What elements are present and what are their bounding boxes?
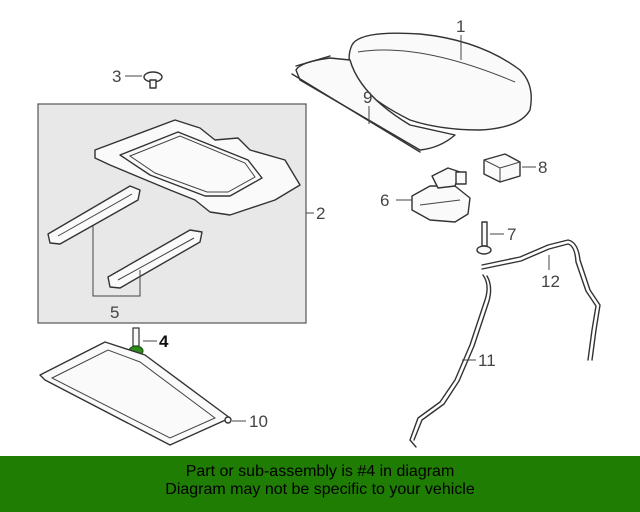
callout-1: 1: [456, 17, 465, 36]
part-11-drain-tube[interactable]: [409, 274, 492, 448]
info-banner: Part or sub-assembly is #4 in diagram Di…: [0, 456, 640, 512]
callout-2: 2: [316, 204, 325, 223]
banner-line-2: Diagram may not be specific to your vehi…: [165, 481, 475, 498]
callout-3: 3: [112, 67, 121, 86]
callout-4: 4: [159, 332, 169, 351]
part-12-drain-tube[interactable]: [481, 239, 601, 361]
part-6-motor[interactable]: [411, 167, 471, 223]
part-9-sunshade[interactable]: [291, 55, 456, 153]
callout-10: 10: [249, 412, 268, 431]
callout-7: 7: [507, 225, 516, 244]
part-3-clip[interactable]: [143, 71, 163, 89]
banner-line-1: Part or sub-assembly is #4 in diagram: [185, 463, 455, 480]
callout-6: 6: [380, 191, 389, 210]
callout-9: 9: [363, 88, 372, 107]
callout-11: 11: [478, 351, 496, 370]
part-8-module[interactable]: [483, 153, 521, 183]
part-10-trim-panel[interactable]: [39, 341, 232, 446]
part-7-bolt[interactable]: [476, 221, 492, 255]
callout-12: 12: [541, 272, 560, 291]
part-2-frame-group[interactable]: [37, 103, 307, 324]
callout-8: 8: [538, 158, 547, 177]
parts-diagram: 1 2 3 4 5 6 7 8 9 10 11 12: [37, 17, 601, 448]
callout-5: 5: [110, 303, 119, 322]
